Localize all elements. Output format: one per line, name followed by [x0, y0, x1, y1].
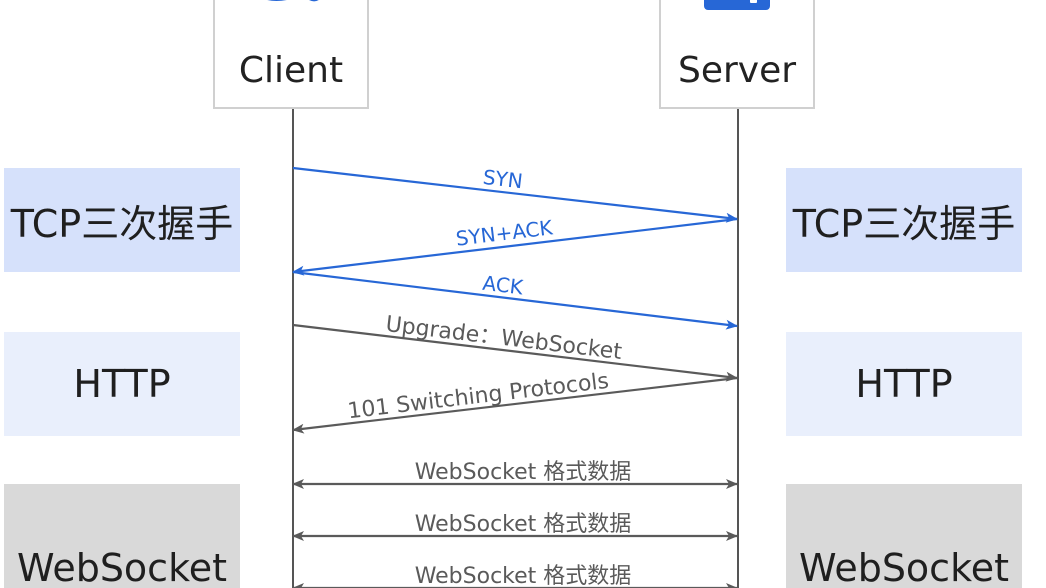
message-label-syn-ack: SYN+ACK: [455, 215, 555, 250]
client-actor: Client: [213, 0, 369, 109]
server-label: Server: [677, 50, 797, 91]
message-label-ws-2: WebSocket 格式数据: [415, 512, 632, 537]
message-arrow-switching: [292, 376, 738, 434]
server-icon: [702, 0, 772, 18]
message-arrow-ack: [292, 270, 738, 330]
phase-tcp-left: TCP三次握手: [4, 168, 240, 272]
client-icon: [255, 0, 327, 16]
phase-websocket-right: WebSocket: [786, 484, 1022, 588]
message-arrow-syn-ack: [292, 217, 738, 276]
message-label-upgrade: Upgrade：WebSocket: [384, 312, 623, 365]
phase-tcp-right: TCP三次握手: [786, 168, 1022, 272]
message-label-ws-1: WebSocket 格式数据: [415, 460, 632, 485]
message-label-syn: SYN: [482, 165, 524, 193]
client-label: Client: [238, 50, 344, 91]
message-label-ws-3: WebSocket 格式数据: [415, 564, 632, 588]
server-actor: Server: [659, 0, 815, 109]
phase-http-left: HTTP: [4, 332, 240, 436]
phase-websocket-left: WebSocket: [4, 484, 240, 588]
message-label-switching: 101 Switching Protocols: [346, 369, 610, 424]
message-label-ack: ACK: [481, 271, 525, 300]
phase-http-right: HTTP: [786, 332, 1022, 436]
message-arrow-upgrade: [292, 323, 738, 382]
message-arrow-syn: [292, 166, 738, 223]
